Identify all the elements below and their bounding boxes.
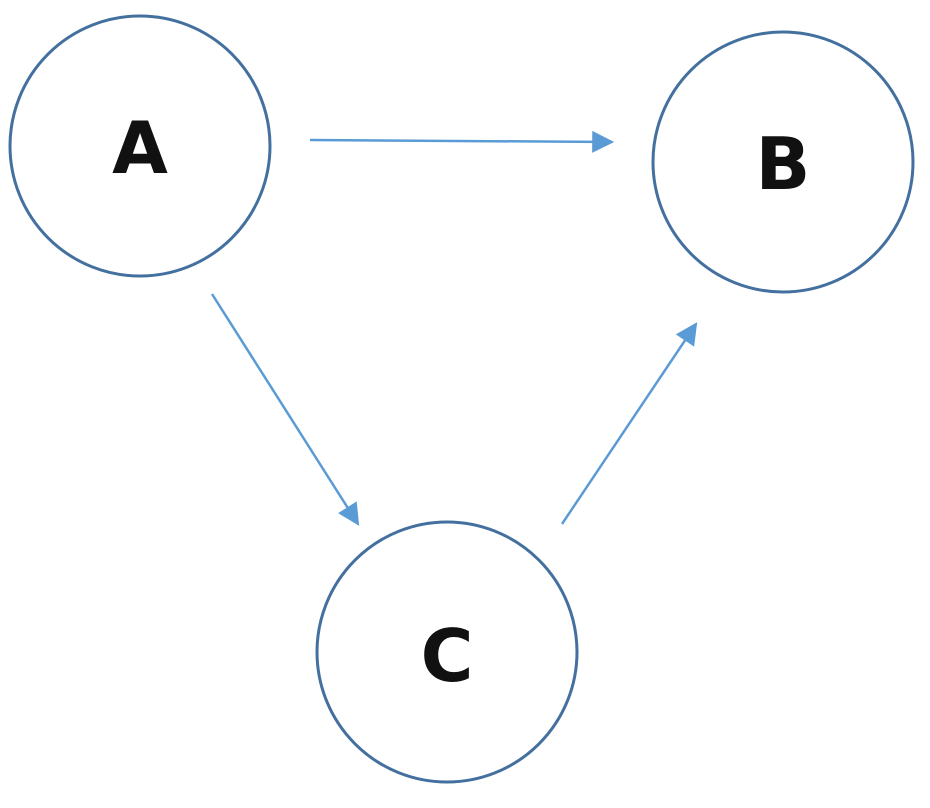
node-a-label: A — [112, 106, 168, 190]
node-b-circle — [651, 30, 915, 294]
node-c-label: C — [421, 614, 474, 698]
node-b-label: B — [756, 122, 811, 206]
edge-c-to-b — [560, 322, 698, 525]
edges-group — [210, 130, 698, 526]
edge-a-to-b — [309, 130, 615, 153]
node-c-circle — [315, 520, 579, 784]
node-a-circle — [8, 14, 272, 278]
node-c: C — [315, 520, 579, 784]
node-a: A — [8, 14, 272, 278]
node-b: B — [651, 30, 915, 294]
edge-a-to-c — [210, 293, 360, 526]
